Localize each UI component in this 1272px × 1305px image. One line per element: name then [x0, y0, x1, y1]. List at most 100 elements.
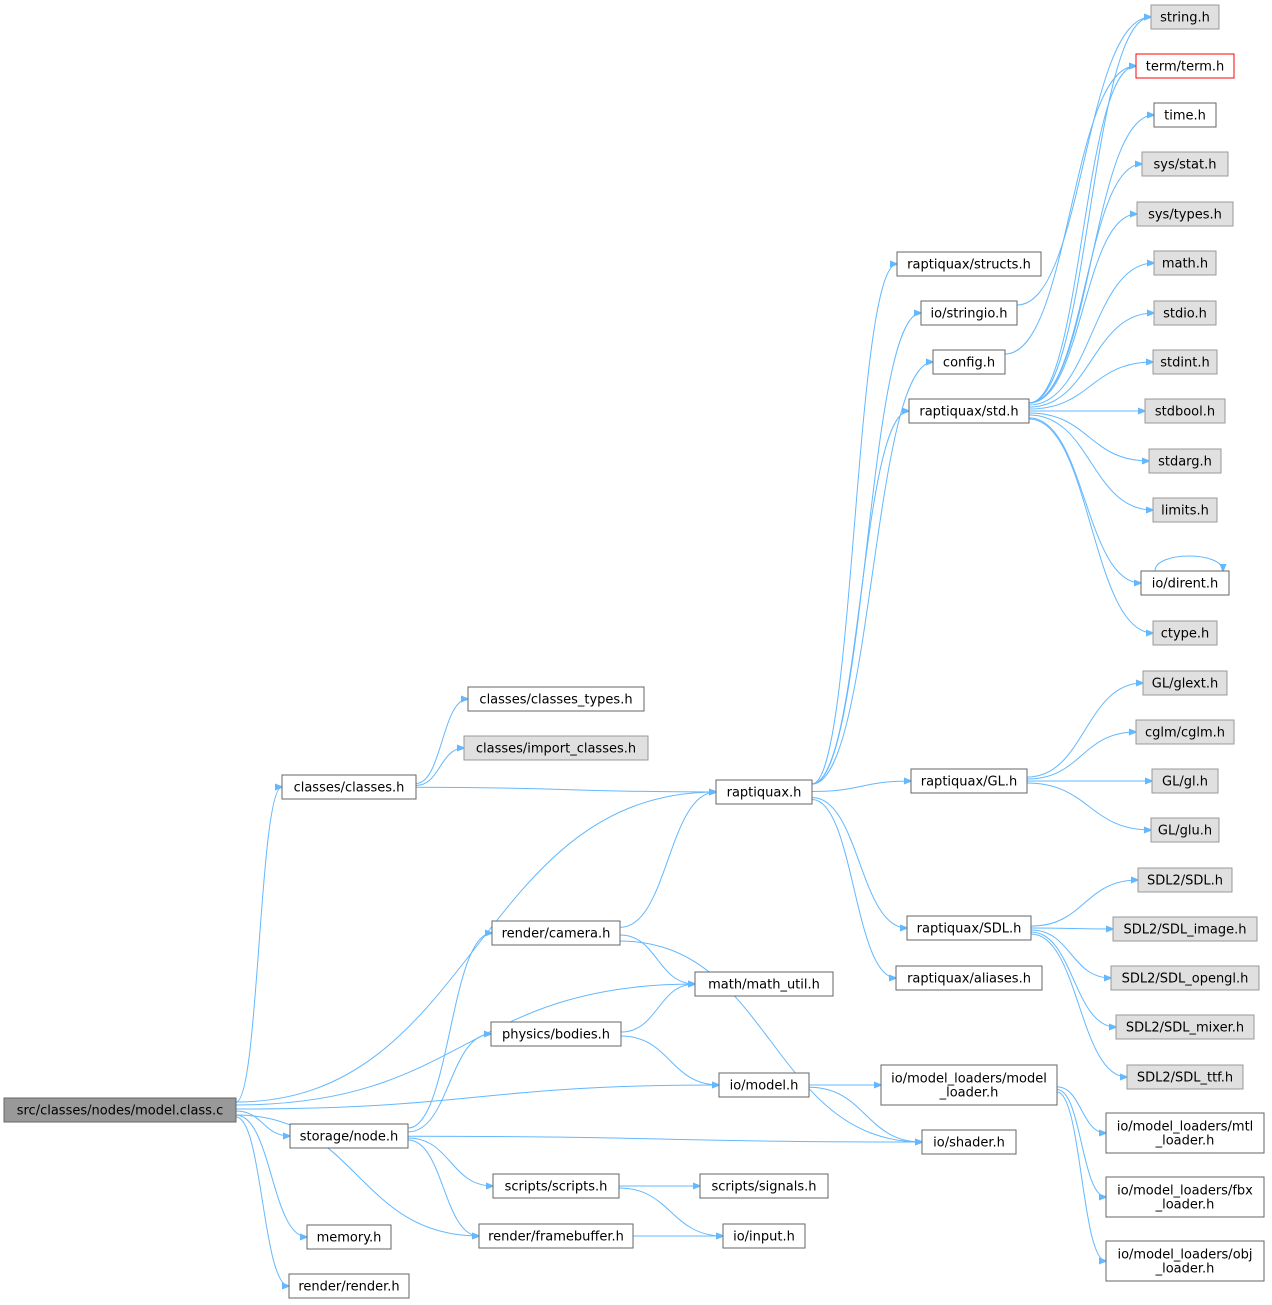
node-box-term_h[interactable]: [1135, 53, 1235, 79]
node-limits_h[interactable]: limits.h: [1152, 497, 1218, 523]
node-box-signals_h[interactable]: [699, 1173, 829, 1199]
node-box-model_loader_h[interactable]: [880, 1064, 1058, 1106]
node-box-import_classes_h[interactable]: [463, 735, 649, 761]
node-box-sys_stat_h[interactable]: [1141, 151, 1229, 177]
node-gl_h[interactable]: GL/gl.h: [1151, 768, 1219, 794]
node-box-dirent_h[interactable]: [1140, 570, 1230, 596]
node-node_h[interactable]: storage/node.h: [289, 1123, 409, 1149]
node-config_h[interactable]: config.h: [932, 349, 1006, 375]
node-box-sdl_image_h[interactable]: [1112, 916, 1258, 942]
node-time_h[interactable]: time.h: [1153, 102, 1217, 128]
node-string_h[interactable]: string.h: [1150, 4, 1220, 30]
node-box-stdbool_h[interactable]: [1144, 398, 1226, 424]
node-input_h[interactable]: io/input.h: [722, 1223, 806, 1249]
node-model_loader_h[interactable]: io/model_loaders/model_loader.h: [880, 1064, 1058, 1106]
node-box-sdl_h[interactable]: [1137, 867, 1233, 893]
node-box-sdl_opengl_h[interactable]: [1110, 965, 1260, 991]
node-memory_h[interactable]: memory.h: [306, 1224, 392, 1250]
node-box-classes_h[interactable]: [281, 774, 417, 800]
node-mtl_loader_h[interactable]: io/model_loaders/mtl_loader.h: [1105, 1112, 1265, 1154]
node-box-obj_loader_h[interactable]: [1105, 1240, 1265, 1282]
node-stdarg_h[interactable]: stdarg.h: [1148, 448, 1222, 474]
node-box-model_class_c[interactable]: [3, 1097, 237, 1123]
node-box-raptiquax_h[interactable]: [715, 779, 813, 805]
node-box-stringio_h[interactable]: [920, 300, 1018, 326]
node-glu_h[interactable]: GL/glu.h: [1150, 817, 1220, 843]
node-box-ctype_h[interactable]: [1152, 620, 1218, 646]
node-term_h[interactable]: term/term.h: [1135, 53, 1235, 79]
node-box-structs_h[interactable]: [896, 251, 1042, 277]
node-box-scripts_h[interactable]: [492, 1173, 620, 1199]
node-aliases_h[interactable]: raptiquax/aliases.h: [895, 965, 1043, 991]
node-sdl_wrap_h[interactable]: raptiquax/SDL.h: [906, 915, 1032, 941]
node-box-stdarg_h[interactable]: [1148, 448, 1222, 474]
node-dirent_h[interactable]: io/dirent.h: [1140, 570, 1230, 596]
node-math_util_h[interactable]: math/math_util.h: [694, 971, 834, 997]
node-scripts_h[interactable]: scripts/scripts.h: [492, 1173, 620, 1199]
node-sys_stat_h[interactable]: sys/stat.h: [1141, 151, 1229, 177]
node-std_h[interactable]: raptiquax/std.h: [908, 398, 1030, 424]
node-bodies_h[interactable]: physics/bodies.h: [490, 1021, 622, 1047]
node-import_classes_h[interactable]: classes/import_classes.h: [463, 735, 649, 761]
node-structs_h[interactable]: raptiquax/structs.h: [896, 251, 1042, 277]
node-camera_h[interactable]: render/camera.h: [491, 920, 621, 946]
node-box-cglm_h[interactable]: [1135, 719, 1235, 745]
node-box-config_h[interactable]: [932, 349, 1006, 375]
node-box-limits_h[interactable]: [1152, 497, 1218, 523]
node-render_h[interactable]: render/render.h: [288, 1273, 410, 1299]
node-stringio_h[interactable]: io/stringio.h: [920, 300, 1018, 326]
node-box-gl_h[interactable]: [1151, 768, 1219, 794]
node-box-math_util_h[interactable]: [694, 971, 834, 997]
node-box-mtl_loader_h[interactable]: [1105, 1112, 1265, 1154]
node-box-glu_h[interactable]: [1150, 817, 1220, 843]
node-box-stdio_h[interactable]: [1153, 300, 1217, 326]
node-obj_loader_h[interactable]: io/model_loaders/obj_loader.h: [1105, 1240, 1265, 1282]
node-ctype_h[interactable]: ctype.h: [1152, 620, 1218, 646]
node-box-framebuffer_h[interactable]: [478, 1223, 634, 1249]
node-model_h[interactable]: io/model.h: [718, 1072, 810, 1098]
node-sys_types_h[interactable]: sys/types.h: [1136, 201, 1234, 227]
node-box-camera_h[interactable]: [491, 920, 621, 946]
node-math_h[interactable]: math.h: [1153, 250, 1217, 276]
node-sdl_mixer_h[interactable]: SDL2/SDL_mixer.h: [1115, 1014, 1255, 1040]
node-shader_h[interactable]: io/shader.h: [921, 1129, 1017, 1155]
node-model_class_c[interactable]: src/classes/nodes/model.class.c: [3, 1097, 237, 1123]
node-stdio_h[interactable]: stdio.h: [1153, 300, 1217, 326]
node-box-fbx_loader_h[interactable]: [1105, 1176, 1265, 1218]
node-box-sys_types_h[interactable]: [1136, 201, 1234, 227]
node-framebuffer_h[interactable]: render/framebuffer.h: [478, 1223, 634, 1249]
node-classes_types_h[interactable]: classes/classes_types.h: [467, 686, 645, 712]
node-box-node_h[interactable]: [289, 1123, 409, 1149]
node-box-render_h[interactable]: [288, 1273, 410, 1299]
node-box-input_h[interactable]: [722, 1223, 806, 1249]
node-sdl_h[interactable]: SDL2/SDL.h: [1137, 867, 1233, 893]
node-box-sdl_wrap_h[interactable]: [906, 915, 1032, 941]
node-sdl_ttf_h[interactable]: SDL2/SDL_ttf.h: [1126, 1064, 1244, 1090]
node-cglm_h[interactable]: cglm/cglm.h: [1135, 719, 1235, 745]
node-raptiquax_h[interactable]: raptiquax.h: [715, 779, 813, 805]
node-box-time_h[interactable]: [1153, 102, 1217, 128]
node-stdbool_h[interactable]: stdbool.h: [1144, 398, 1226, 424]
node-signals_h[interactable]: scripts/signals.h: [699, 1173, 829, 1199]
node-stdint_h[interactable]: stdint.h: [1152, 349, 1218, 375]
node-box-sdl_mixer_h[interactable]: [1115, 1014, 1255, 1040]
node-fbx_loader_h[interactable]: io/model_loaders/fbx_loader.h: [1105, 1176, 1265, 1218]
node-box-shader_h[interactable]: [921, 1129, 1017, 1155]
node-box-bodies_h[interactable]: [490, 1021, 622, 1047]
node-box-stdint_h[interactable]: [1152, 349, 1218, 375]
node-box-memory_h[interactable]: [306, 1224, 392, 1250]
node-box-gl_wrap_h[interactable]: [910, 768, 1028, 794]
node-box-aliases_h[interactable]: [895, 965, 1043, 991]
node-box-classes_types_h[interactable]: [467, 686, 645, 712]
node-gl_wrap_h[interactable]: raptiquax/GL.h: [910, 768, 1028, 794]
node-sdl_image_h[interactable]: SDL2/SDL_image.h: [1112, 916, 1258, 942]
node-box-model_h[interactable]: [718, 1072, 810, 1098]
node-box-string_h[interactable]: [1150, 4, 1220, 30]
node-box-sdl_ttf_h[interactable]: [1126, 1064, 1244, 1090]
node-classes_h[interactable]: classes/classes.h: [281, 774, 417, 800]
node-glext_h[interactable]: GL/glext.h: [1142, 670, 1228, 696]
node-box-math_h[interactable]: [1153, 250, 1217, 276]
node-box-std_h[interactable]: [908, 398, 1030, 424]
node-box-glext_h[interactable]: [1142, 670, 1228, 696]
node-sdl_opengl_h[interactable]: SDL2/SDL_opengl.h: [1110, 965, 1260, 991]
